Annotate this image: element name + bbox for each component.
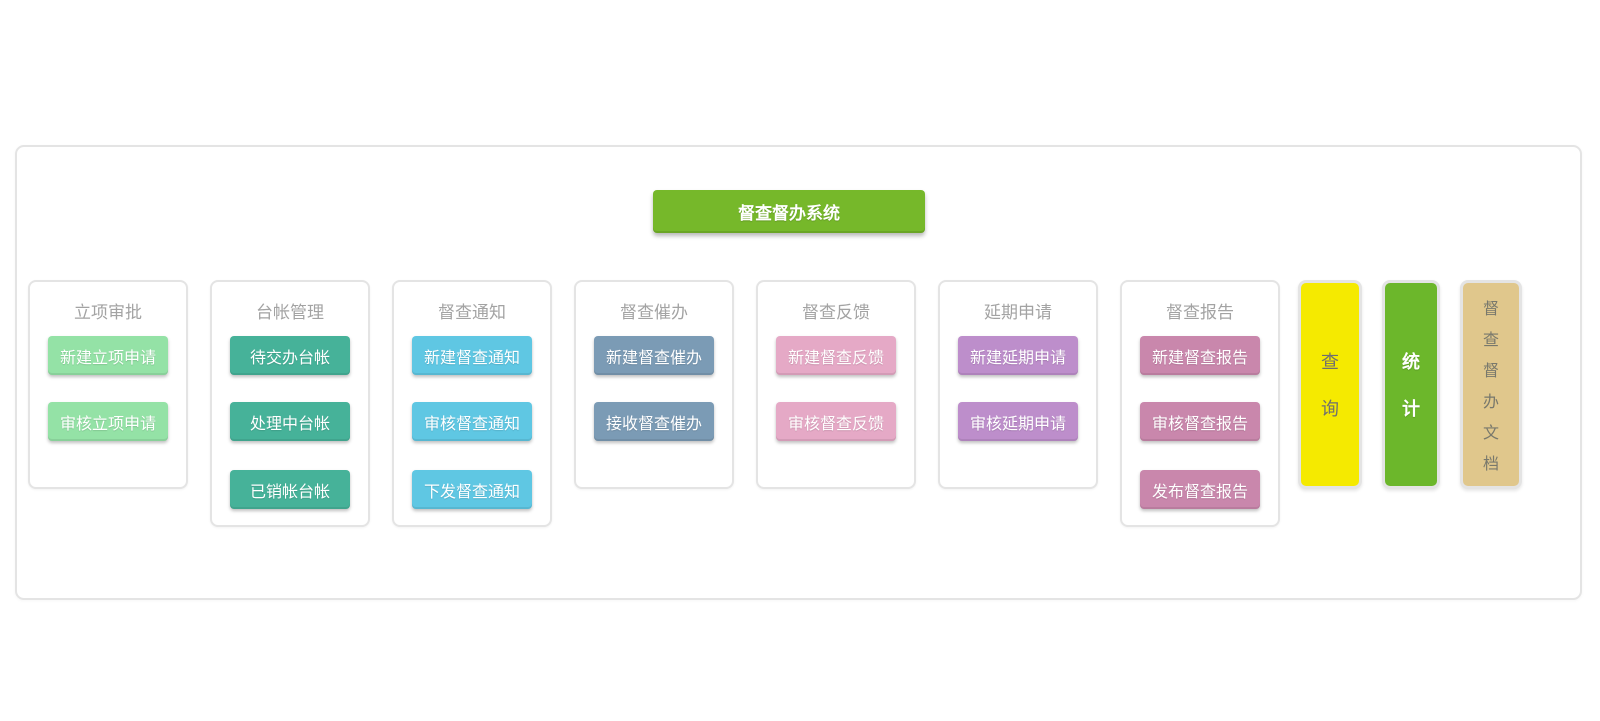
category-card-project-approval: 立项审批 新建立项申请 审核立项申请 — [28, 280, 188, 489]
statistics-button-label: 统计 — [1402, 352, 1420, 419]
statistics-button[interactable]: 统计 — [1382, 280, 1440, 489]
card-title-project-approval: 立项审批 — [74, 303, 142, 322]
new-project-application-button[interactable]: 新建立项申请 — [48, 336, 168, 375]
card-title-supervision-report: 督查报告 — [1166, 303, 1234, 322]
new-supervision-notice-button[interactable]: 新建督查通知 — [412, 336, 532, 375]
card-title-supervision-feedback: 督查反馈 — [802, 303, 870, 322]
review-supervision-notice-button[interactable]: 审核督查通知 — [412, 402, 532, 441]
new-supervision-report-button[interactable]: 新建督查报告 — [1140, 336, 1260, 375]
category-card-supervision-reminder: 督查催办 新建督查催办 接收督查催办 — [574, 280, 734, 489]
issue-supervision-notice-button[interactable]: 下发督查通知 — [412, 470, 532, 509]
category-card-ledger-management: 台帐管理 待交办台帐 处理中台帐 已销帐台帐 — [210, 280, 370, 527]
card-title-extension-application: 延期申请 — [984, 303, 1052, 322]
query-button-label: 查询 — [1321, 352, 1339, 419]
category-card-supervision-feedback: 督查反馈 新建督查反馈 审核督查反馈 — [756, 280, 916, 489]
in-process-ledger-button[interactable]: 处理中台帐 — [230, 402, 350, 441]
category-card-supervision-notice: 督查通知 新建督查通知 审核督查通知 下发督查通知 — [392, 280, 552, 527]
receive-supervision-reminder-button[interactable]: 接收督查催办 — [594, 402, 714, 441]
category-card-supervision-report: 督查报告 新建督查报告 审核督查报告 发布督查报告 — [1120, 280, 1280, 527]
system-title-button[interactable]: 督查督办系统 — [653, 190, 925, 233]
supervision-documents-button[interactable]: 督查督办文档 — [1460, 280, 1522, 489]
query-button[interactable]: 查询 — [1298, 280, 1362, 489]
review-project-application-button[interactable]: 审核立项申请 — [48, 402, 168, 441]
pending-assignment-ledger-button[interactable]: 待交办台帐 — [230, 336, 350, 375]
new-extension-application-button[interactable]: 新建延期申请 — [958, 336, 1078, 375]
closed-ledger-button[interactable]: 已销帐台帐 — [230, 470, 350, 509]
card-title-ledger-management: 台帐管理 — [256, 303, 324, 322]
new-supervision-reminder-button[interactable]: 新建督查催办 — [594, 336, 714, 375]
review-extension-application-button[interactable]: 审核延期申请 — [958, 402, 1078, 441]
card-title-supervision-notice: 督查通知 — [438, 303, 506, 322]
supervision-documents-button-label: 督查督办文档 — [1482, 301, 1499, 473]
category-card-extension-application: 延期申请 新建延期申请 审核延期申请 — [938, 280, 1098, 489]
review-supervision-report-button[interactable]: 审核督查报告 — [1140, 402, 1260, 441]
publish-supervision-report-button[interactable]: 发布督查报告 — [1140, 470, 1260, 509]
card-title-supervision-reminder: 督查催办 — [620, 303, 688, 322]
review-supervision-feedback-button[interactable]: 审核督查反馈 — [776, 402, 896, 441]
new-supervision-feedback-button[interactable]: 新建督查反馈 — [776, 336, 896, 375]
